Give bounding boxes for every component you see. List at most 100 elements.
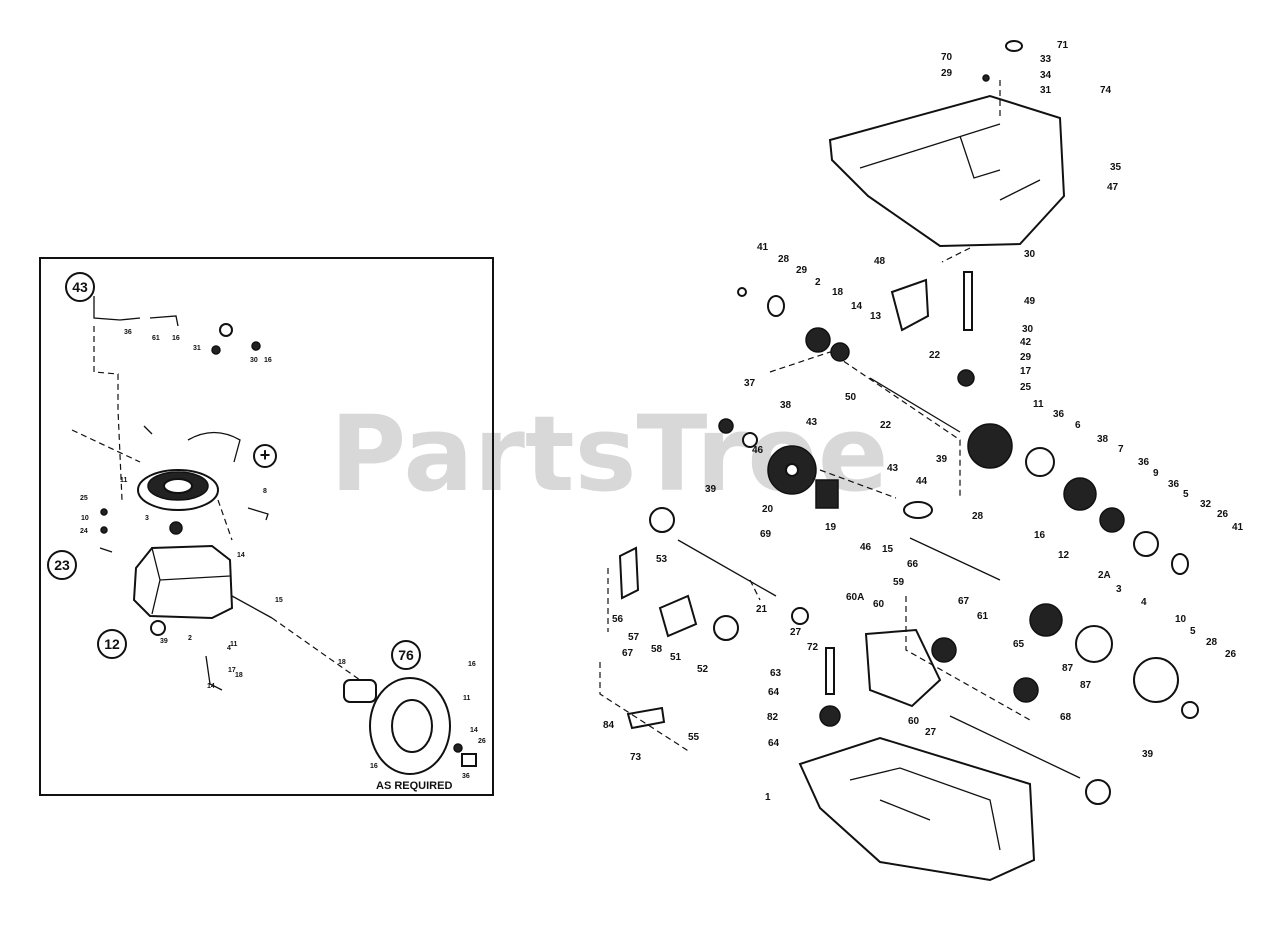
part-19: [815, 479, 839, 509]
part-label-13: 28: [778, 254, 790, 265]
part-label-34: 44: [916, 476, 928, 487]
upper-case-ribs: [859, 123, 1041, 201]
inset-leader-dash-3: [271, 617, 361, 681]
part-label-24: 22: [929, 350, 941, 361]
inset-part-label-16: 16: [172, 335, 180, 342]
inset-wheel-hub: [343, 679, 377, 703]
inset-transmission: [132, 544, 234, 620]
part-label-60: 5: [1190, 626, 1196, 637]
inset-pin-3: [99, 547, 113, 553]
part-label-0: 71: [1057, 40, 1069, 51]
shaft-16: [909, 537, 1001, 581]
inset-part-label-7: 14: [470, 727, 478, 734]
callout-text-c23: 23: [54, 557, 70, 573]
part-46: [742, 432, 758, 448]
shaft-68: [949, 715, 1081, 779]
part-label-12: 41: [757, 242, 769, 253]
inset-belt-guide: [187, 431, 241, 463]
shaft-49: [963, 271, 973, 331]
part-label-20: 42: [1020, 337, 1032, 348]
lower-case-1: [798, 736, 1036, 882]
inset-part-label-15: 16: [264, 357, 272, 364]
part-label-70: 59: [893, 577, 905, 588]
inset-part-label-22: 14: [207, 683, 215, 690]
part-label-77: 52: [697, 664, 709, 675]
inset-part-label-21: 18: [235, 672, 243, 679]
bracket-56: [618, 546, 640, 600]
bracket-73: [626, 706, 666, 730]
part-label-89: 64: [768, 738, 780, 749]
inset-wheel-cap: [461, 753, 477, 767]
gear-14: [805, 327, 831, 353]
spacer-27: [791, 607, 809, 625]
part-label-43: 7: [1118, 444, 1124, 455]
gear-4: [1075, 625, 1113, 663]
part-label-66: 51: [670, 652, 682, 663]
part-label-29: 43: [806, 417, 818, 428]
part-label-42: 38: [1097, 434, 1109, 445]
part-label-17: 14: [851, 301, 863, 312]
part-label-40: 36: [1053, 409, 1065, 420]
part-label-67: 21: [756, 604, 768, 615]
part-label-65: 58: [651, 644, 663, 655]
inset-pin-1: [100, 508, 108, 516]
inset-key: [143, 425, 153, 435]
callout-circle-cplus: [253, 444, 277, 468]
inset-shift-knob: [150, 620, 166, 636]
callout-circle-c23: [47, 550, 77, 580]
inset-lower-bracket: [205, 655, 223, 691]
gear-9: [1099, 507, 1125, 533]
part-37: [718, 418, 734, 434]
part-label-18: 13: [870, 311, 882, 322]
inset-washer-2: [251, 341, 261, 351]
inset-pulley-hub: [163, 478, 193, 494]
part-label-47: 5: [1183, 489, 1189, 500]
part-label-71: 60: [873, 599, 885, 610]
cover-leader-dash: [941, 80, 1001, 263]
part-label-87: 84: [603, 720, 615, 731]
part-label-9: 48: [874, 256, 886, 267]
gear-87: [1013, 677, 1039, 703]
part-label-32: 19: [825, 522, 837, 533]
inset-shift-rod: [93, 296, 121, 321]
part-label-44: 36: [1138, 457, 1150, 468]
gear-11: [967, 423, 1013, 469]
gear-7: [1063, 477, 1097, 511]
part-label-85: 68: [1060, 712, 1072, 723]
part-label-68: 66: [907, 559, 919, 570]
part-label-4: 34: [1040, 70, 1052, 81]
gear-20-hub: [785, 463, 799, 477]
inset-part-label-25: 25: [80, 495, 88, 502]
gear-12: [1029, 603, 1063, 637]
part-label-73: 61: [977, 611, 989, 622]
inset-leader-dash-2: [71, 429, 233, 541]
inset-part-label-23: 10: [81, 515, 89, 522]
inset-part-label-6: 11: [463, 695, 471, 702]
part-label-88: 55: [688, 732, 700, 743]
inset-bolt: [219, 323, 233, 337]
inset-part-label-12: 8: [263, 488, 267, 495]
inset-leader-dash-1: [93, 326, 123, 501]
part-label-59: 10: [1175, 614, 1187, 625]
gear-17: [957, 369, 975, 387]
part-58: [658, 594, 698, 638]
part-label-51: 39: [705, 484, 717, 495]
lower-case-ribs: [849, 767, 1001, 851]
inset-axle: [231, 595, 273, 619]
inset-frame: [39, 257, 494, 796]
chain-28: [903, 501, 933, 519]
part-label-86: 27: [925, 727, 937, 738]
part-label-36: 15: [882, 544, 894, 555]
part-label-39: 11: [1033, 399, 1044, 410]
part-label-74: 27: [790, 627, 802, 638]
inset-linkage: [119, 315, 179, 327]
inset-part-label-14: 30: [250, 357, 258, 364]
part-label-37: 28: [972, 511, 984, 522]
part-label-27: 37: [744, 378, 756, 389]
inset-part-label-11: 2: [188, 635, 192, 642]
part-label-55: 12: [1058, 550, 1070, 561]
as-required-note: AS REQUIRED: [376, 780, 452, 792]
inset-part-label-24: 24: [80, 528, 88, 535]
